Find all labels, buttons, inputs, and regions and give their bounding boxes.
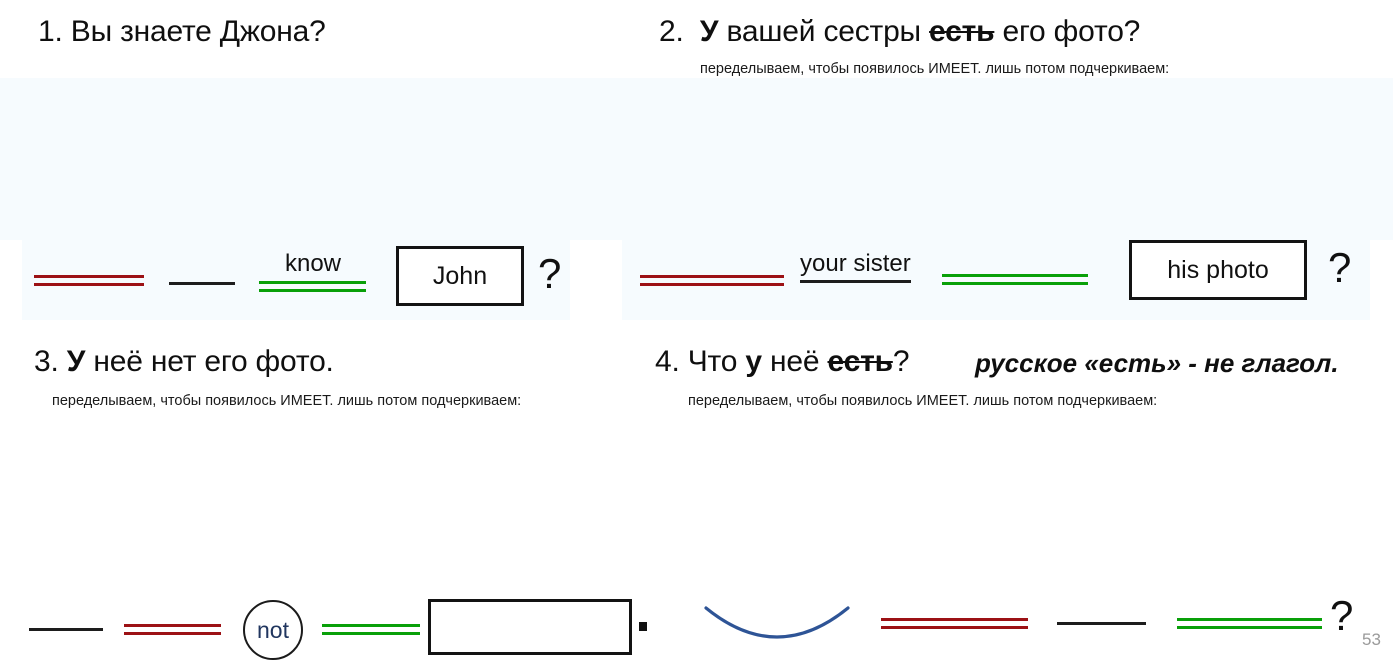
exercise-2-end-text: его фото?	[994, 15, 1141, 48]
exercise-4-prompt: 4. Что у неё есть?	[655, 345, 910, 378]
ex2-subject-label: your sister	[800, 250, 911, 283]
ex3-negation-circle[interactable]: not	[243, 600, 303, 660]
exercise-2-bold-word: У	[699, 15, 719, 48]
exercise-1-prompt: 1. Вы знаете Джона?	[38, 16, 326, 48]
ex4-plain-baseline	[1057, 622, 1146, 625]
ex1-terminal-mark: ?	[538, 250, 562, 297]
exercise-1-text: Вы знаете Джона?	[62, 15, 326, 48]
exercise-2-prompt: 2. У вашей сестры есть его фото?	[659, 16, 1140, 48]
exercise-4-number: 4.	[655, 345, 680, 378]
exercise-2-note: переделываем, чтобы появилось ИМЕЕТ. лиш…	[700, 61, 1170, 77]
ex4-subject-baseline	[881, 618, 1028, 629]
ex1-object-box[interactable]: John	[396, 246, 524, 306]
lower-white-plate	[0, 320, 1393, 670]
ex1-subject-baseline	[34, 275, 144, 286]
exercise-4-struck-word: есть	[827, 345, 894, 378]
ex2-subject-baseline	[640, 275, 784, 286]
page-number: 53	[1362, 630, 1381, 649]
ex4-terminal-mark: ?	[1330, 592, 1354, 639]
exercise-4-aside: русское «есть» - не глагол.	[975, 348, 1339, 378]
exercise-2-number: 2.	[659, 15, 684, 48]
ex3-verb-baseline	[322, 624, 420, 635]
exercise-4-bold-word: у	[745, 345, 762, 378]
ex1-verb-baseline	[259, 281, 366, 292]
ex2-object-box[interactable]: his photo	[1129, 240, 1307, 300]
ex1-plain-baseline	[169, 282, 235, 285]
ex1-verb-label: know	[284, 250, 342, 277]
exercise-2-mid-text: вашей сестры	[718, 15, 930, 48]
exercise-3-bold-word: У	[66, 345, 86, 378]
ex3-terminal-period	[639, 622, 647, 631]
exercise-3-note: переделываем, чтобы появилось ИМЕЕТ. лиш…	[52, 393, 522, 409]
exercise-4-note: переделываем, чтобы появилось ИМЕЕТ. лиш…	[688, 393, 1158, 409]
exercise-4-end-text: ?	[892, 345, 910, 378]
exercise-1-number: 1.	[38, 15, 63, 48]
mid-white-gutter	[570, 240, 622, 320]
right-white-margin	[1370, 240, 1393, 320]
ex4-arc-icon	[704, 606, 850, 639]
ex4-verb-baseline	[1177, 618, 1322, 629]
ex3-object-box[interactable]	[428, 599, 632, 655]
exercise-4-mid-text: неё	[761, 345, 828, 378]
exercise-4-start-text: Что	[679, 345, 746, 378]
exercise-3-prompt: 3. У неё нет его фото.	[34, 346, 334, 378]
ex2-terminal-mark: ?	[1328, 244, 1352, 291]
exercise-2-struck-word: есть	[929, 15, 995, 48]
exercise-3-number: 3.	[34, 345, 59, 378]
ex3-subject-baseline	[124, 624, 221, 635]
header-white-plate	[0, 0, 1393, 78]
ex3-plain-baseline	[29, 628, 103, 631]
ex3-negation-label: not	[257, 616, 289, 643]
left-white-margin	[0, 240, 22, 320]
ex2-verb-baseline	[942, 274, 1088, 285]
exercise-3-end-text: неё нет его фото.	[85, 345, 334, 378]
